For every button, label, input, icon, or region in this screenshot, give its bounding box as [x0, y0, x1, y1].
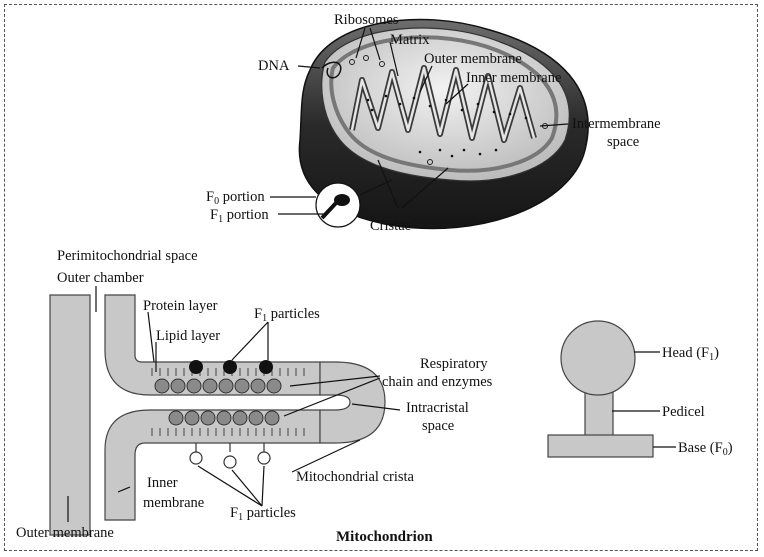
respiratory-enzymes-top [154, 378, 282, 394]
crista-leader-lines [67, 286, 401, 522]
label-lipid-layer: Lipid layer [156, 328, 220, 344]
label-dna: DNA [258, 58, 290, 74]
diagram-title: Mitochondrion [336, 529, 433, 545]
f1-particles-bottom [189, 443, 271, 469]
label-intermembrane: Intermembrane [572, 116, 661, 132]
cristae-folds-light [350, 66, 536, 142]
lipid-bilayer-bottom [151, 428, 305, 436]
label-respiratory: Respiratory [420, 356, 488, 372]
label-matrix: Matrix [390, 32, 430, 48]
label-inner-membrane-top: Inner membrane [466, 70, 561, 86]
f0-stalk [320, 201, 338, 220]
zoom-line [359, 179, 393, 196]
label-cristae: Cristae [370, 218, 411, 234]
label-outer-membrane-top: Outer membrane [424, 51, 522, 67]
ribosomes-dots [349, 55, 548, 165]
dna-loop [321, 61, 342, 79]
label-mitochondrial-crista: Mitochondrial crista [296, 469, 415, 485]
oxysome-particle [547, 320, 654, 458]
label-f0-portion: F0 portion [206, 189, 265, 207]
diagram-frame [4, 4, 758, 551]
label-protein-layer: Protein layer [143, 298, 218, 314]
particle-leader-lines [612, 351, 676, 448]
intermembrane-band [329, 35, 559, 173]
crista-tip [319, 361, 386, 444]
outer-membrane-strip [49, 294, 91, 536]
label-f1-particles-bottom: F1 particles [230, 505, 296, 523]
lipid-bilayer-top [151, 368, 305, 376]
label-intracristal: Intracristal [406, 400, 469, 416]
head-f1 [560, 320, 636, 396]
label-intermembrane-space: space [607, 134, 639, 150]
f1-particles-top [189, 360, 273, 374]
label-outer-membrane-bottom: Outer membrane [16, 525, 114, 541]
cristae-particles [366, 94, 528, 158]
f1-head-small [334, 194, 350, 206]
label-f1-particles-top: F1 particles [254, 306, 320, 324]
base-f0 [547, 434, 654, 458]
label-membrane: membrane [143, 495, 204, 511]
top-leader-lines [270, 27, 569, 215]
label-f1-portion: F1 portion [210, 207, 269, 225]
pedicel-stalk [584, 391, 614, 439]
respiratory-enzymes-bottom [168, 410, 280, 426]
label-inner: Inner [147, 475, 178, 491]
mitochondrion-3d [298, 18, 589, 230]
label-pedicel: Pedicel [662, 404, 705, 420]
label-perimitochondrial-space: Perimitochondrial space [57, 248, 198, 264]
label-ribosomes: Ribosomes [334, 12, 399, 28]
label-chain-and-enzymes: chain and enzymes [382, 374, 493, 390]
inner-membrane-lower [104, 409, 321, 521]
label-head: Head (F1) [662, 345, 719, 363]
label-intracristal-space: space [422, 418, 454, 434]
label-outer-chamber: Outer chamber [57, 270, 144, 286]
label-base: Base (F0) [678, 440, 733, 458]
